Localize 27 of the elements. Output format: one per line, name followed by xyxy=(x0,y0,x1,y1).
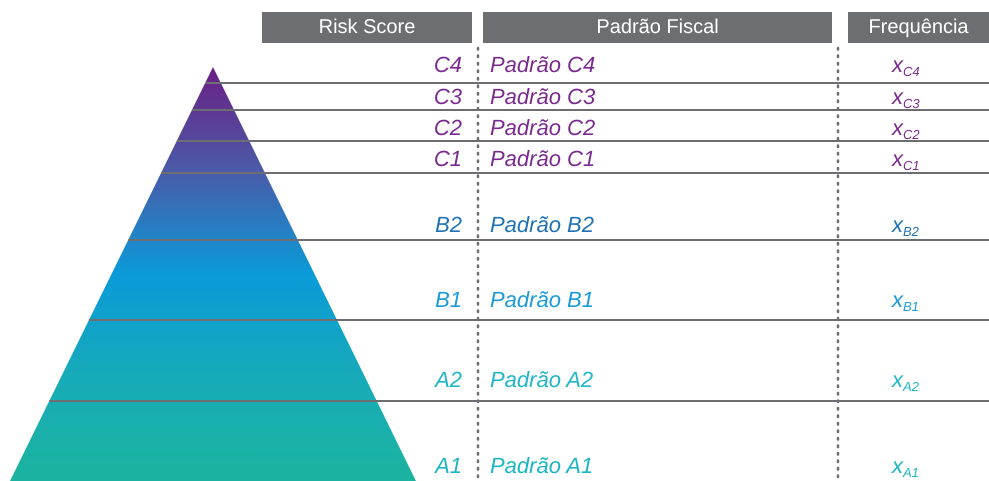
frequency-label: x$_{C3}$ xyxy=(892,84,920,113)
standard-label: Padrão C4 xyxy=(490,52,596,78)
standard-label: Padrão C1 xyxy=(490,146,596,172)
risk-score-label: C1 xyxy=(434,146,462,172)
standard-label: Padrão C2 xyxy=(490,115,596,141)
column-header: Frequência xyxy=(848,12,989,43)
frequency-label: x$_{B1}$ xyxy=(892,287,919,316)
standard-label: Padrão A2 xyxy=(490,367,594,393)
standard-label: Padrão B2 xyxy=(490,212,594,238)
risk-score-label: C3 xyxy=(434,84,462,110)
risk-score-label: B1 xyxy=(435,287,462,313)
frequency-label: x$_{C2}$ xyxy=(892,115,920,144)
frequency-label: x$_{B2}$ xyxy=(892,212,919,241)
risk-score-label: A2 xyxy=(435,367,462,393)
frequency-label: x$_{C4}$ xyxy=(892,52,920,81)
risk-score-label: B2 xyxy=(435,212,462,238)
frequency-label: x$_{A2}$ xyxy=(892,367,919,396)
standard-label: Padrão A1 xyxy=(490,453,594,479)
column-header: Risk Score xyxy=(262,12,472,43)
risk-score-label: A1 xyxy=(435,453,462,479)
standard-label: Padrão C3 xyxy=(490,84,596,110)
frequency-label: x$_{C1}$ xyxy=(892,146,920,175)
standard-label: Padrão B1 xyxy=(490,287,594,313)
risk-score-label: C2 xyxy=(434,115,462,141)
column-header: Padrão Fiscal xyxy=(483,12,832,43)
risk-score-label: C4 xyxy=(434,52,462,78)
frequency-label: x$_{A1}$ xyxy=(892,453,919,481)
